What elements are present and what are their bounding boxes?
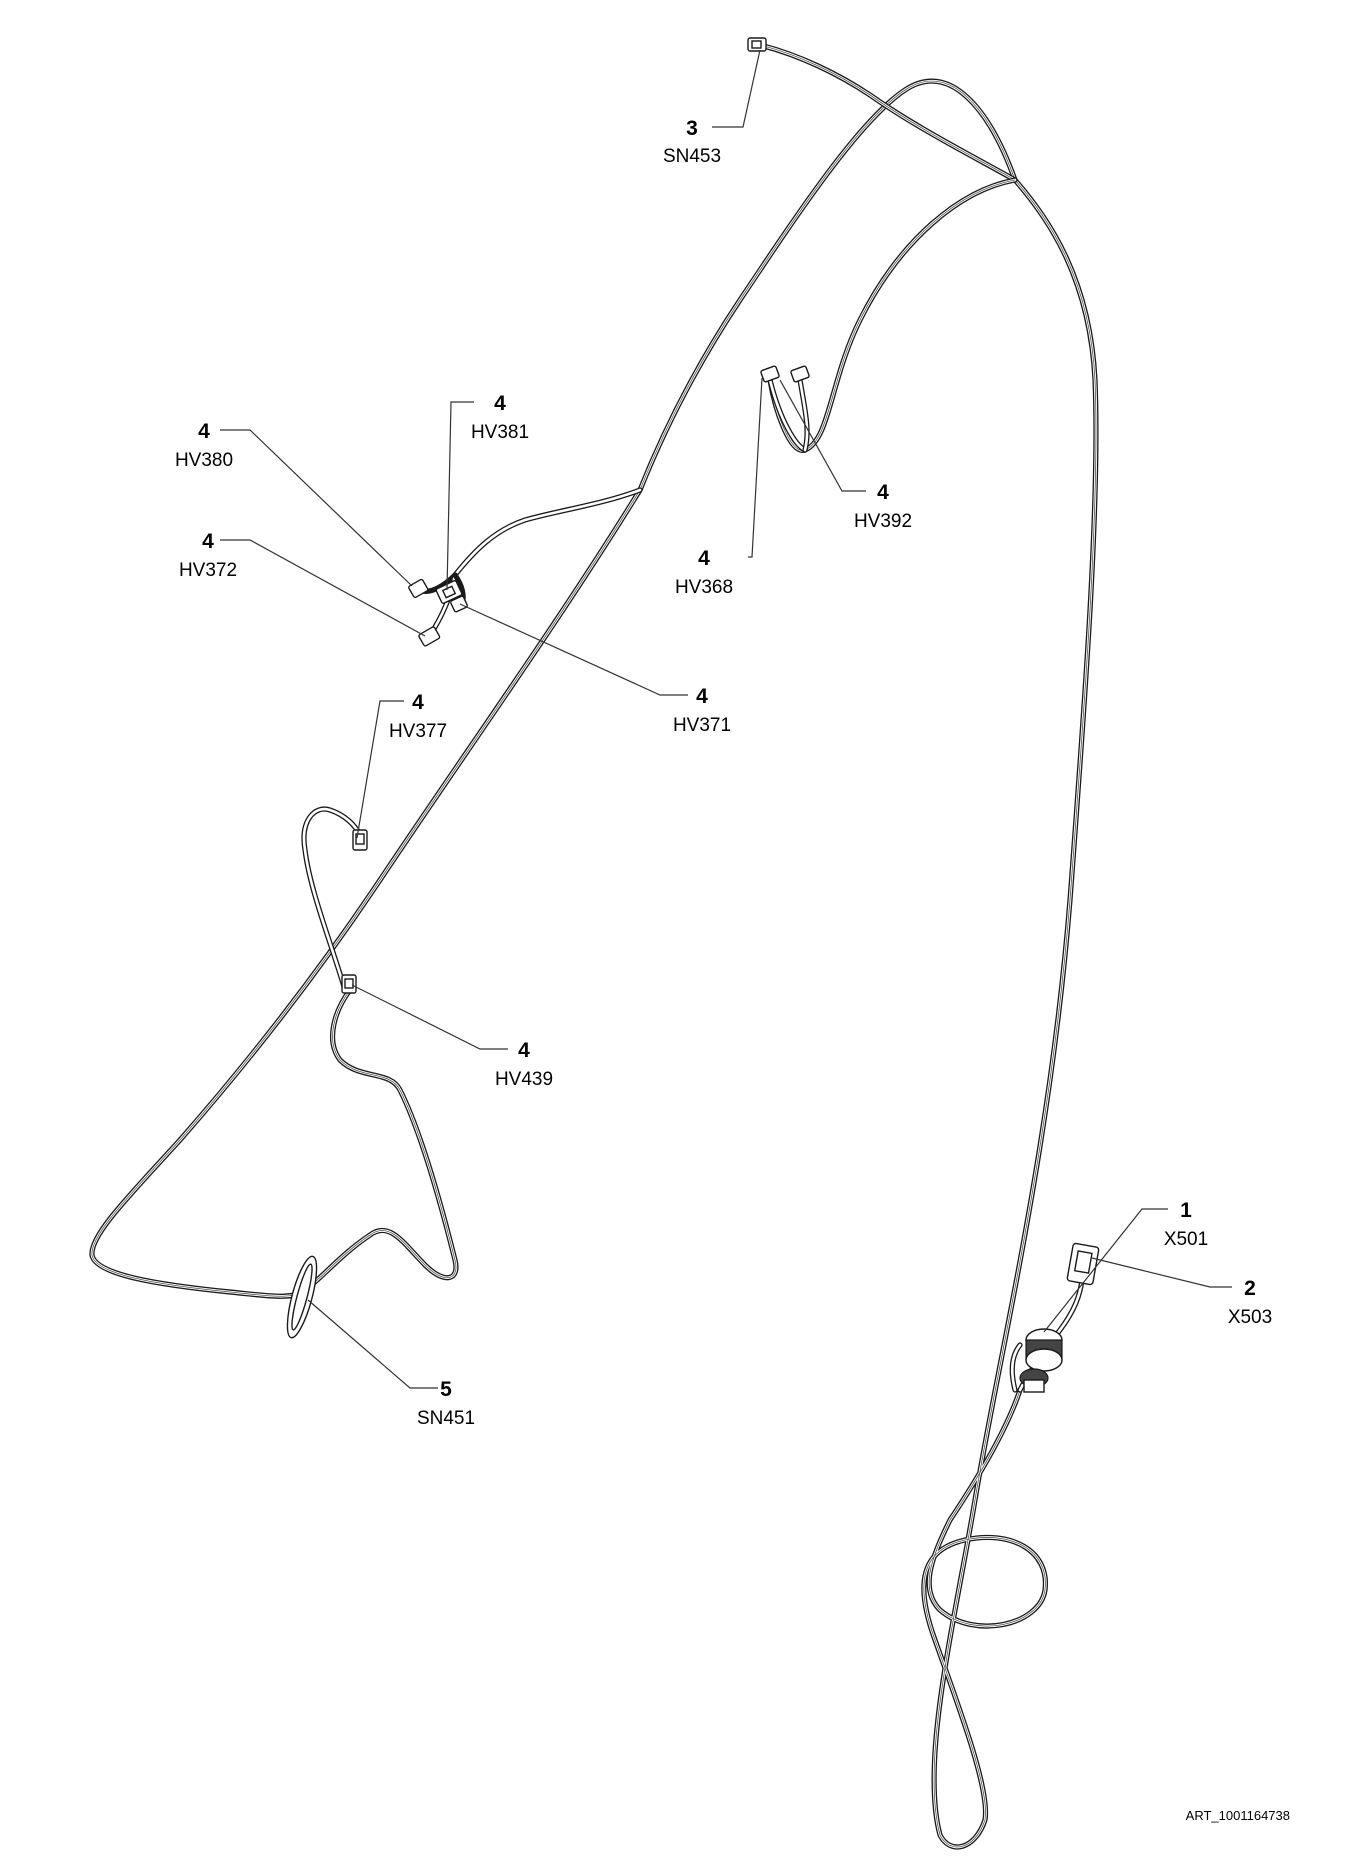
callout-hv381-code: HV381 <box>471 422 529 443</box>
callout-hv380-code: HV380 <box>175 450 233 471</box>
callout-hv372-number: 4 <box>202 530 214 553</box>
callout-sn453-code: SN453 <box>663 146 721 167</box>
callout-hv380-number: 4 <box>198 420 210 443</box>
callout-hv380: 4 HV380 <box>175 420 233 471</box>
connector-sn451-icon <box>286 1255 318 1339</box>
connector-hv371-icon <box>450 595 468 613</box>
connector-hv392-icon <box>760 365 810 383</box>
callout-hv392: 4 HV392 <box>854 481 912 532</box>
connector-hv372-icon <box>418 626 441 647</box>
connector-hv377-icon <box>352 829 368 851</box>
callout-hv377-number: 4 <box>412 691 424 714</box>
callout-hv372-code: HV372 <box>179 560 237 581</box>
callout-hv372: 4 HV372 <box>179 530 237 581</box>
callout-hv392-code: HV392 <box>854 511 912 532</box>
art-id-label: ART_1001164738 <box>1186 1808 1290 1823</box>
callout-x501-number: 1 <box>1180 1199 1192 1222</box>
callout-x503-code: X503 <box>1228 1307 1272 1328</box>
callout-sn451-code: SN451 <box>417 1408 475 1429</box>
connector-x503-icon <box>1066 1242 1100 1286</box>
callout-hv377: 4 HV377 <box>389 691 447 742</box>
callout-hv371: 4 HV371 <box>673 685 731 736</box>
callout-hv381-number: 4 <box>494 392 506 415</box>
callout-hv439-code: HV439 <box>495 1069 553 1090</box>
callout-sn451-number: 5 <box>440 1378 452 1401</box>
callout-hv368-number: 4 <box>698 547 710 570</box>
callout-hv368-code: HV368 <box>675 577 733 598</box>
callout-sn453: 3 SN453 <box>663 117 721 167</box>
callout-hv392-number: 4 <box>877 481 889 504</box>
callout-hv439-number: 4 <box>518 1039 530 1062</box>
callout-x503-number: 2 <box>1244 1277 1256 1300</box>
callout-x501-code: X501 <box>1164 1229 1208 1250</box>
callout-hv368: 4 HV368 <box>675 547 733 598</box>
callout-hv377-code: HV377 <box>389 721 447 742</box>
callout-hv381: 4 HV381 <box>471 392 529 443</box>
callout-x501: 1 X501 <box>1164 1199 1208 1250</box>
connector-hv380-icon <box>408 578 429 599</box>
connector-hv439-icon <box>341 974 357 994</box>
harness-cables <box>92 45 1096 1847</box>
leader-lines <box>220 49 1232 1389</box>
callout-x503: 2 X503 <box>1228 1277 1272 1328</box>
callout-sn451: 5 SN451 <box>417 1378 475 1429</box>
callout-hv439: 4 HV439 <box>495 1039 553 1090</box>
connector-sn453-icon <box>747 37 767 52</box>
callout-sn453-number: 3 <box>686 117 698 140</box>
connector-x501-icon <box>1019 1328 1063 1393</box>
connector-hv381-icon <box>435 580 463 604</box>
callout-hv371-number: 4 <box>696 685 708 708</box>
callout-hv371-code: HV371 <box>673 715 731 736</box>
